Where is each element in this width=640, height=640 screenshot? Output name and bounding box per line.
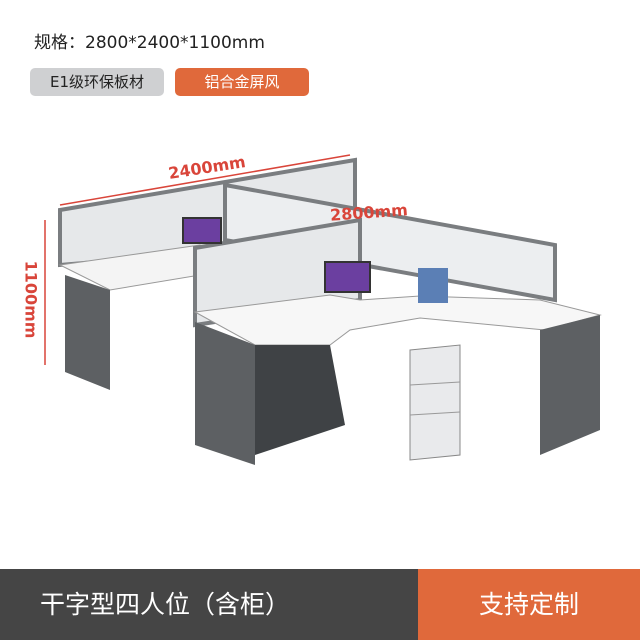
left-desk-leg: [65, 275, 110, 390]
file-holder: [418, 268, 448, 303]
height-dimension: 1100mm: [21, 260, 41, 339]
right-desk-leg: [540, 315, 600, 455]
side-screen: [223, 182, 557, 303]
drawer-cabinet: [409, 344, 461, 461]
workstation-illustration: [44, 154, 602, 465]
product-title: 干字型四人位（含柜）: [0, 569, 418, 640]
screen-tag: 铝合金屏风: [175, 68, 309, 96]
footer-bar: 干字型四人位（含柜） 支持定制: [0, 569, 640, 640]
spec-text: 规格：2800*2400*1100mm: [34, 33, 265, 53]
customize-button[interactable]: 支持定制: [418, 569, 640, 640]
laptop: [182, 217, 222, 244]
front-desk-leg: [195, 322, 255, 465]
laptop: [324, 261, 371, 293]
material-tag: E1级环保板材: [30, 68, 164, 96]
